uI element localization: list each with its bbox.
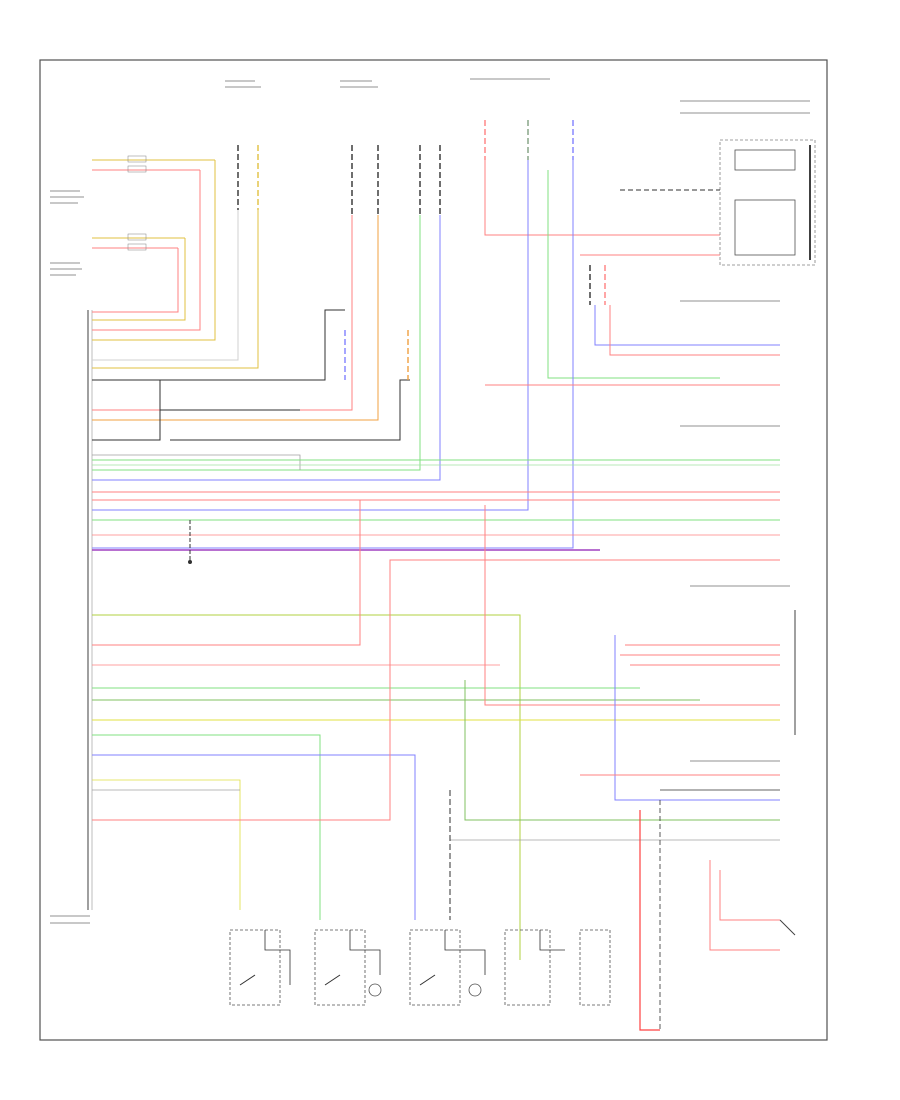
- right-upper-connectors: [485, 265, 780, 386]
- mid-horizontal-wires: [92, 459, 780, 564]
- left-feed-wires: [92, 160, 216, 341]
- main-module-connector: [87, 310, 93, 910]
- label-marks: [50, 78, 810, 924]
- bottom-switches: [229, 929, 611, 1006]
- left-top-connector-block: [92, 155, 215, 251]
- lower-horizontal-wires: [92, 500, 780, 960]
- diagram-frame: [39, 59, 828, 1041]
- top-connectors: [237, 120, 574, 215]
- right-bottom-sensor: [709, 860, 796, 951]
- top-vertical-wires: [92, 160, 720, 549]
- right-lower-module: [580, 610, 796, 1031]
- instrument-cluster: [580, 139, 816, 266]
- middle-switch-network: [92, 309, 410, 470]
